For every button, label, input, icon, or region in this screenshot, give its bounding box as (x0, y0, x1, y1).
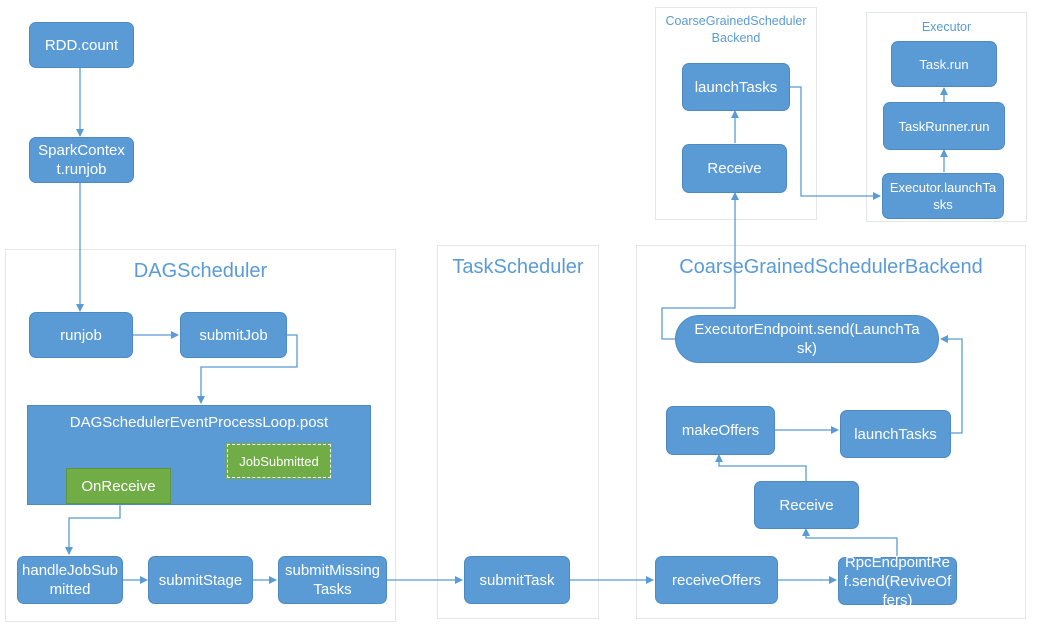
submit-task-node[interactable]: submitTask (464, 556, 570, 604)
on-receive-node[interactable]: OnReceive (66, 468, 171, 504)
executor-endpoint-send-node[interactable]: ExecutorEndpoint.send(LaunchTask) (675, 315, 939, 363)
executor-title: Executor (921, 20, 972, 34)
rdd-count-node[interactable]: RDD.count (29, 22, 134, 68)
submit-missing-tasks-node[interactable]: submitMissingTasks (278, 556, 387, 604)
rpc-send-node[interactable]: RpcEndpointRef.send(ReviveOffers) (838, 554, 957, 609)
receive-offers-node[interactable]: receiveOffers (655, 556, 778, 604)
job-submitted-node[interactable]: JobSubmitted (226, 443, 332, 479)
make-offers-node[interactable]: makeOffers (666, 406, 775, 455)
launch-tasks-backend-node[interactable]: launchTasks (840, 410, 951, 458)
task-runner-run-node[interactable]: TaskRunner.run (883, 102, 1005, 150)
submit-stage-node[interactable]: submitStage (148, 556, 253, 604)
launch-tasks-small-node[interactable]: launchTasks (682, 63, 790, 111)
handle-job-submitted-node[interactable]: handleJobSubmitted (17, 556, 123, 604)
receive-small-node[interactable]: Receive (682, 144, 787, 193)
backend-small-title: CoarseGrainedSchedulerBackend (665, 14, 807, 45)
submit-job-node[interactable]: submitJob (180, 312, 287, 358)
backend-title: CoarseGrainedSchedulerBackend (679, 256, 983, 278)
task-run-node[interactable]: Task.run (891, 41, 997, 87)
taskscheduler-title: TaskScheduler (452, 256, 584, 278)
executor-launch-tasks-node[interactable]: Executor.launchTasks (882, 173, 1004, 219)
dagscheduler-title: DAGScheduler (133, 260, 268, 282)
receive-backend-node[interactable]: Receive (754, 481, 859, 529)
spark-context-runjob-node[interactable]: SparkContext.runjob (29, 137, 134, 183)
event-loop-post-label: DAGSchedulerEventProcessLoop.post (69, 414, 329, 431)
runjob-node[interactable]: runjob (29, 312, 133, 358)
